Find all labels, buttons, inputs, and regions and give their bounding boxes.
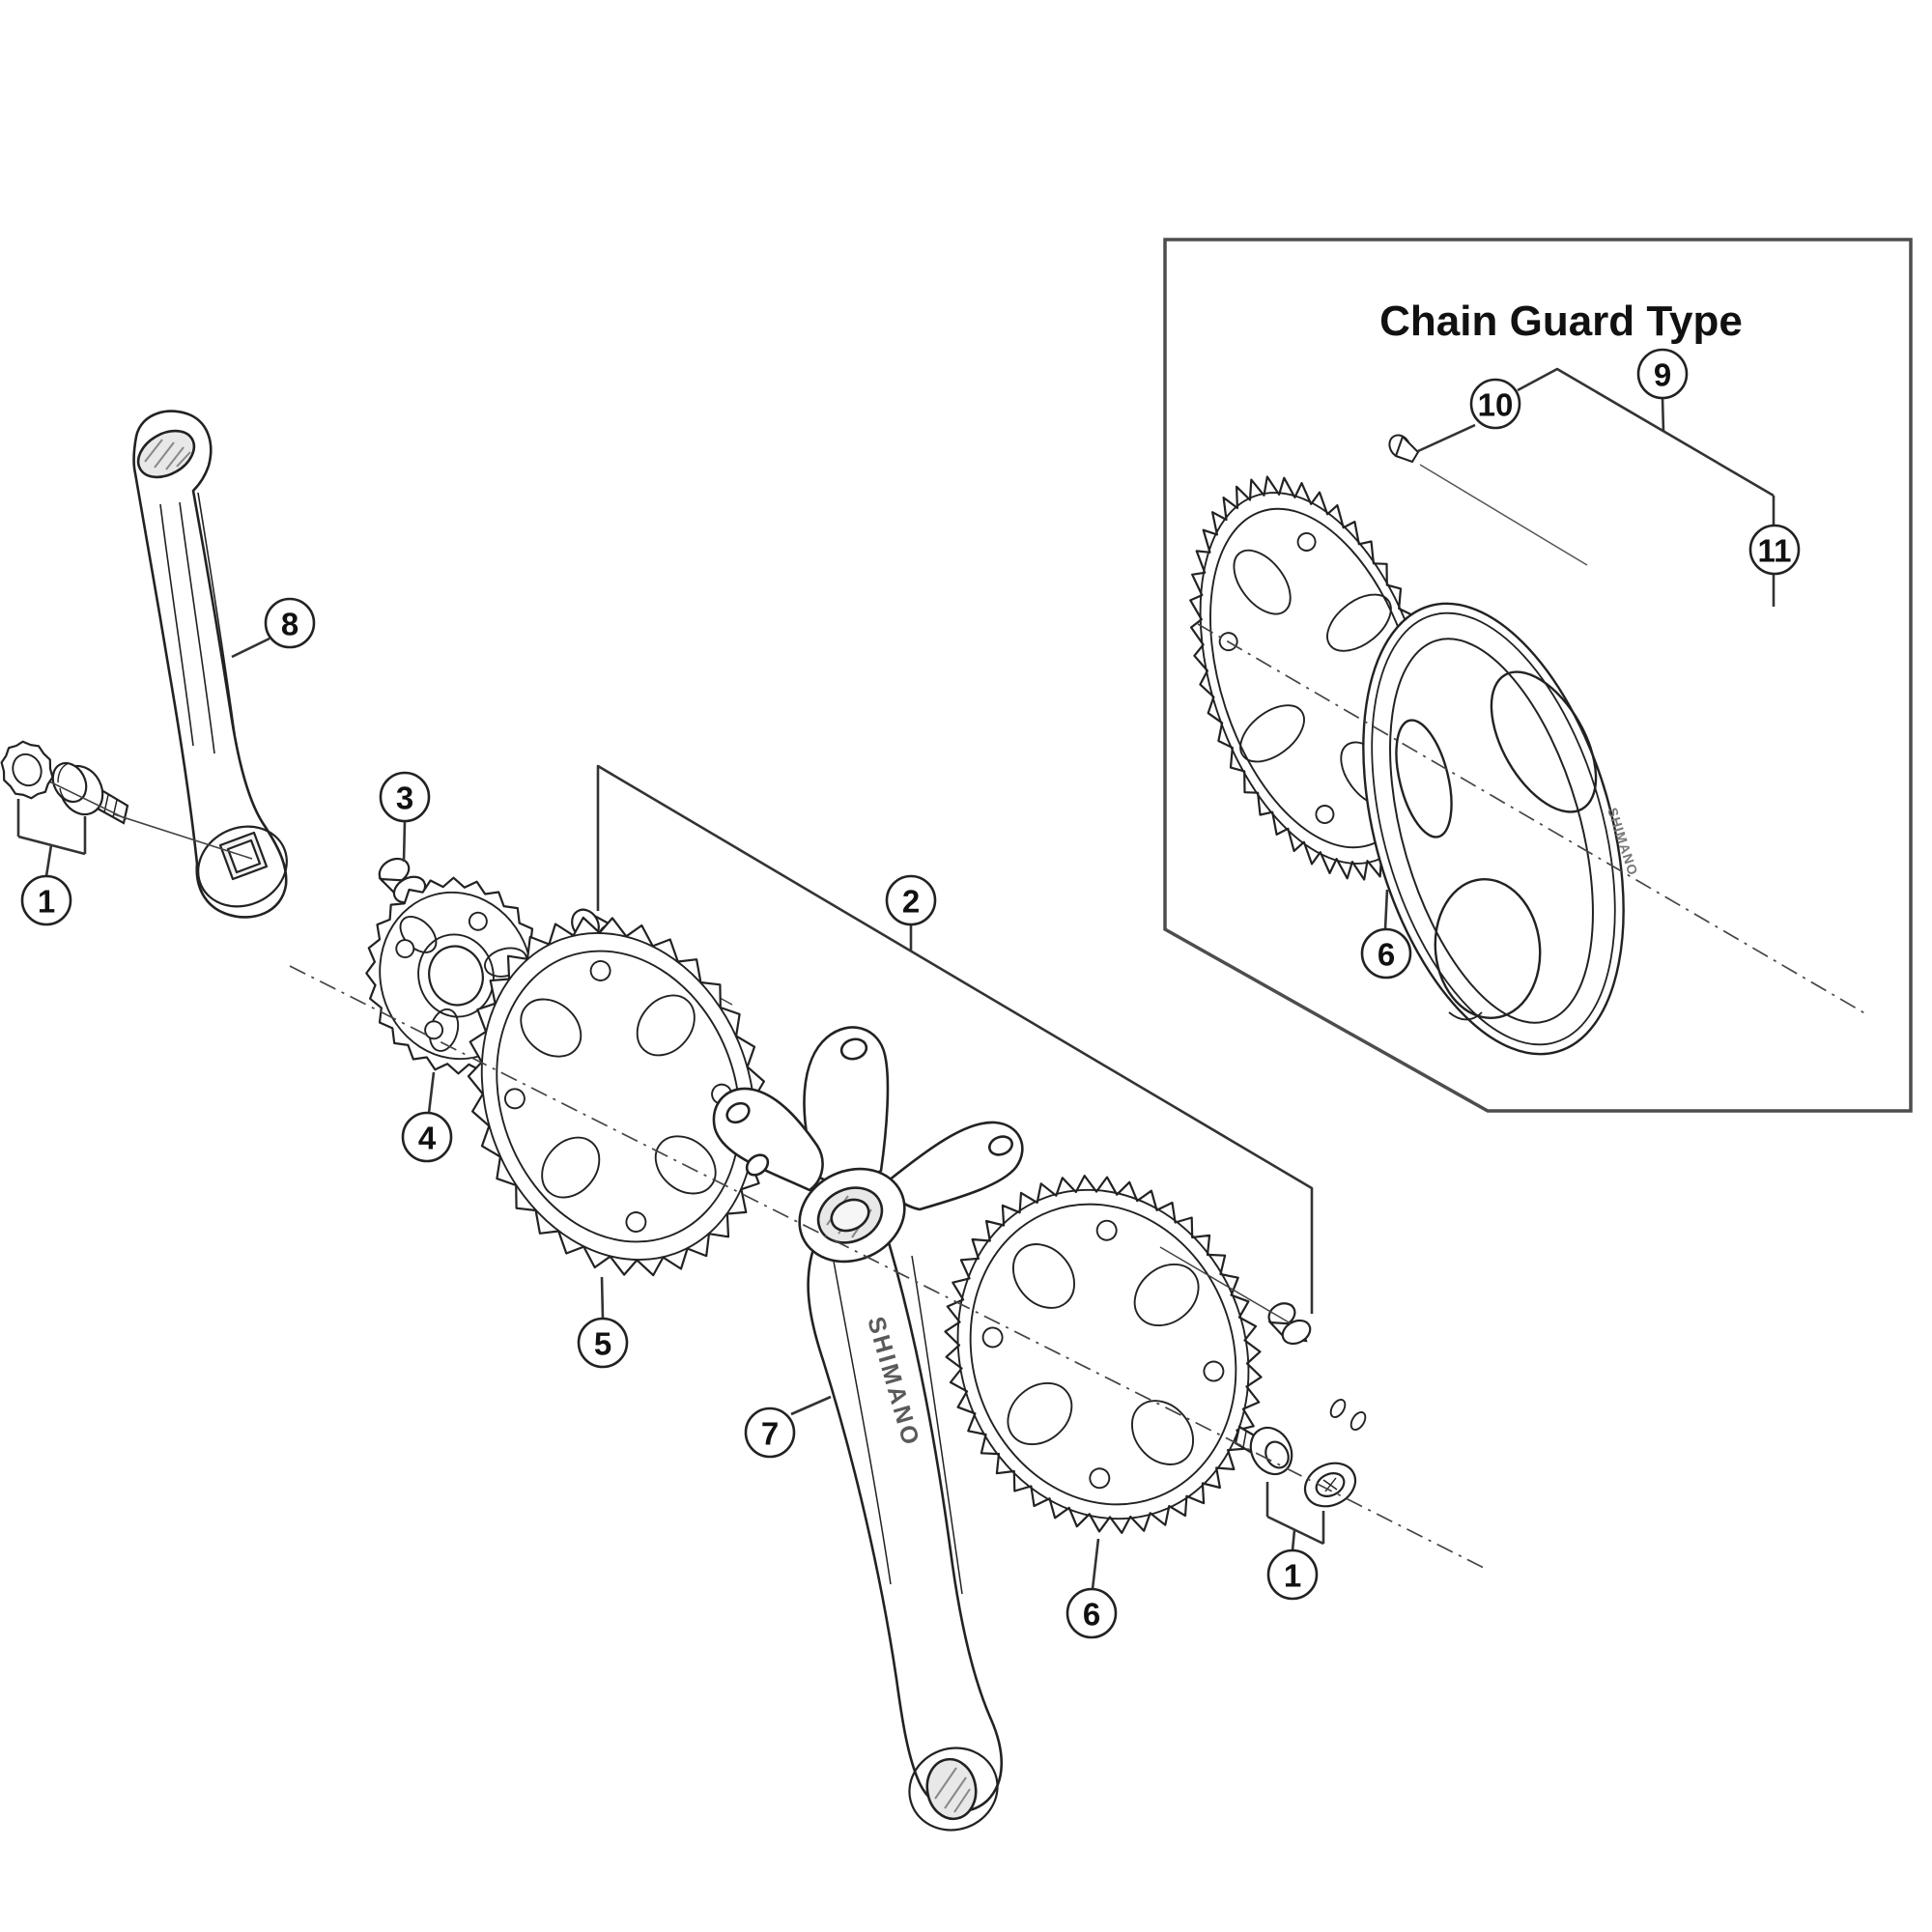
crank-right-pedal-hole (925, 1757, 978, 1821)
inset-axis (1197, 623, 1869, 1016)
leader-lines (16, 367, 1776, 1590)
svg-text:1: 1 (38, 884, 55, 920)
spider-hole-left-a (725, 1101, 751, 1124)
crank-right-contours (832, 1255, 963, 1595)
axis-screw-10 (1419, 464, 1588, 566)
callout-1: 1 (20, 874, 72, 926)
spider-hole-top (839, 1037, 868, 1061)
svg-text:6: 6 (1378, 937, 1395, 973)
bracket-9-10-11 (1517, 367, 1775, 497)
spider-hole-left-b (745, 1153, 770, 1177)
callout-6: 6 (1065, 1587, 1118, 1639)
callout-1: 1 (1266, 1548, 1319, 1601)
inset-box-title: Chain Guard Type (1379, 298, 1743, 345)
callout-3: 3 (379, 771, 431, 823)
leader-9 (1661, 397, 1665, 433)
small-bolt-right (1267, 1302, 1312, 1346)
svg-text:1: 1 (1284, 1558, 1301, 1594)
crank-bolt-right (1234, 1425, 1293, 1476)
crank-arm-right (712, 1026, 1024, 1832)
crank-right-spindle-hole (816, 1186, 884, 1244)
center-axes (289, 623, 1869, 1571)
svg-text:8: 8 (281, 607, 298, 642)
inset-box-border (1163, 238, 1913, 1113)
leader-5 (600, 1276, 605, 1320)
svg-text:2: 2 (902, 884, 920, 920)
bracket-2 (596, 764, 1314, 1314)
svg-text:7: 7 (761, 1416, 779, 1452)
leader-6-box (1383, 889, 1389, 930)
guard-screw-10 (1388, 434, 1420, 464)
callout-11: 11 (1748, 524, 1801, 576)
chain-guard (1362, 602, 1625, 1056)
washer-right (1303, 1462, 1357, 1508)
crank-left-pedal-hole (136, 429, 196, 479)
leader-8 (231, 637, 270, 659)
svg-text:9: 9 (1654, 357, 1671, 393)
callout-10: 10 (1469, 378, 1521, 430)
leader-10 (1417, 423, 1476, 453)
chainring-large-6 (944, 1175, 1263, 1534)
main-axis (289, 965, 1489, 1571)
bracket-1-right (1265, 1482, 1325, 1551)
bracket-1-left (16, 799, 87, 877)
spider-hole-right (988, 1135, 1013, 1156)
callout-7: 7 (744, 1406, 796, 1459)
callout-6: 6 (1360, 927, 1412, 980)
crank-left-contours (159, 492, 236, 754)
leader-3 (402, 820, 407, 863)
chainring-middle-5 (467, 916, 770, 1277)
callout-5: 5 (577, 1317, 629, 1369)
axis-right-bolt (1159, 1246, 1292, 1324)
lock-washer-left-1 (0, 740, 54, 800)
svg-text:3: 3 (396, 781, 413, 816)
chain-guard-inset-box: Chain Guard Type (1163, 238, 1913, 1113)
svg-text:6: 6 (1083, 1597, 1100, 1633)
leader-7 (790, 1395, 832, 1416)
crank-bolt-left (51, 761, 129, 825)
leader-4 (427, 1071, 436, 1114)
callout-4: 4 (401, 1111, 453, 1163)
pin-ring6 (1329, 1398, 1367, 1432)
svg-text:11: 11 (1758, 533, 1792, 569)
callout-2: 2 (885, 874, 937, 926)
svg-text:4: 4 (418, 1121, 437, 1156)
chainring-large-holder (944, 1175, 1263, 1534)
svg-text:10: 10 (1478, 387, 1514, 423)
callouts-layer: 1 2 3 4 5 6 7 8 1 9 10 11 6 (20, 348, 1801, 1639)
crank-left-end-face (197, 825, 288, 908)
callout-9: 9 (1636, 348, 1689, 400)
svg-text:5: 5 (594, 1326, 611, 1362)
callout-8: 8 (264, 597, 316, 649)
leader-6-main (1091, 1538, 1100, 1590)
